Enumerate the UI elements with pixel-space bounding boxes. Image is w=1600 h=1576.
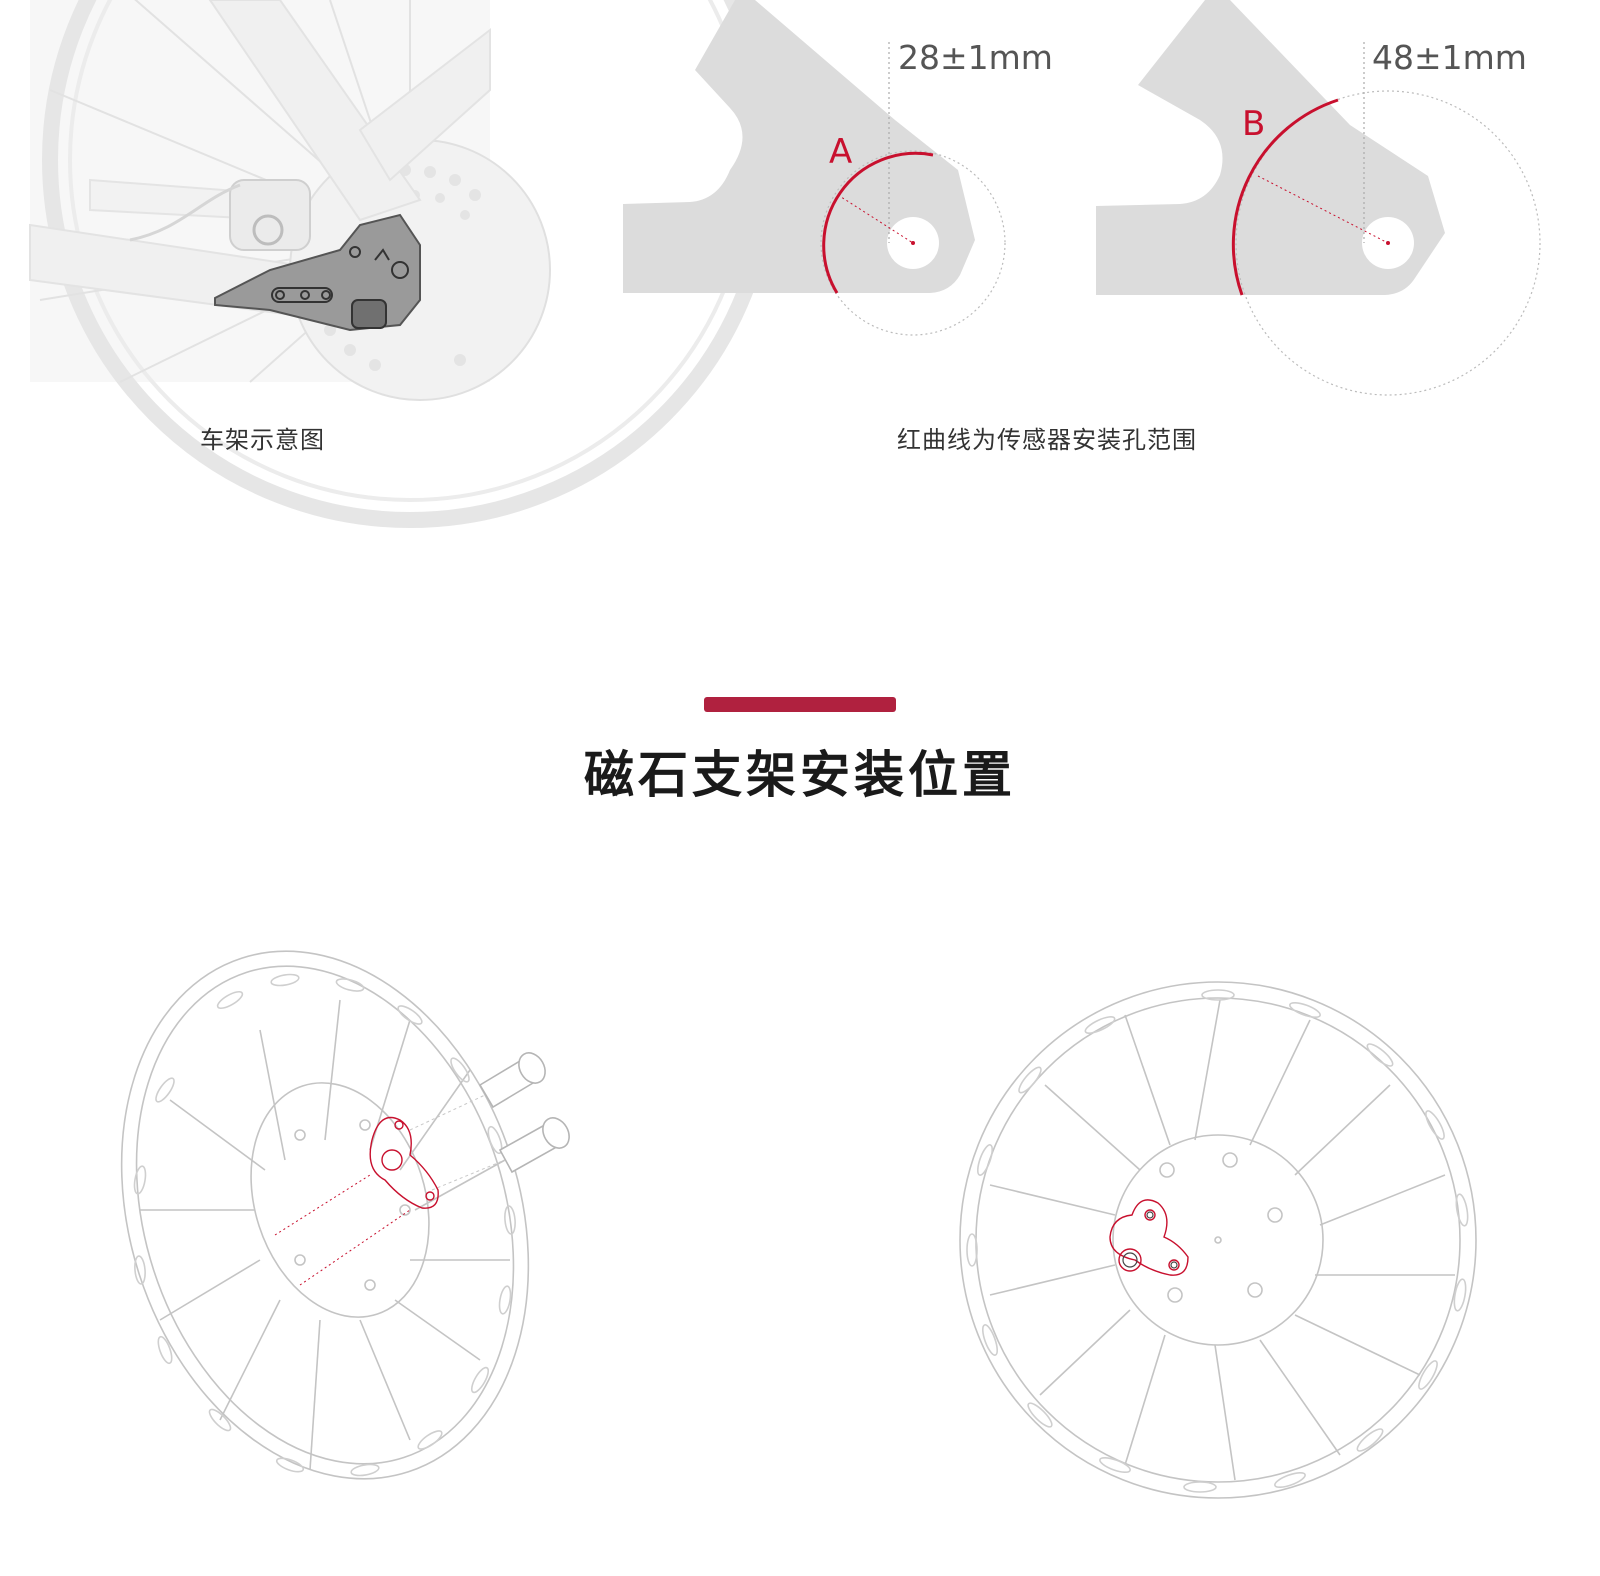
zone-label-b: B xyxy=(1242,104,1265,144)
brake-rotor-installed-icon xyxy=(959,981,1477,1499)
section-accent-bar xyxy=(704,697,896,712)
rotor-exploded-view xyxy=(110,950,580,1520)
sensor-range-caption: 红曲线为传感器安装孔范围 xyxy=(897,426,1197,454)
frame-caption: 车架示意图 xyxy=(200,426,325,454)
rotor-installed-view xyxy=(950,975,1490,1505)
zone-label-a: A xyxy=(829,132,852,172)
dropout-diagram-b: B 48±1mm xyxy=(1070,0,1570,420)
dropout-diagram-a: A 28±1mm xyxy=(600,0,1053,360)
frame-illustration-icon xyxy=(29,0,778,528)
magnet-bracket-installed-icon xyxy=(1109,1199,1189,1276)
bolt-icon xyxy=(478,1052,570,1174)
dropout-b-icon: B 48±1mm xyxy=(1096,0,1541,396)
frame-illustration xyxy=(29,0,778,528)
section-title: 磁石支架安装位置 xyxy=(584,746,1016,804)
brake-rotor-exploded-icon xyxy=(120,950,570,1480)
magnet-bracket-icon xyxy=(369,1116,439,1209)
dimension-label-b: 48±1mm xyxy=(1372,38,1527,77)
dimension-label-a: 28±1mm xyxy=(898,38,1053,77)
dropout-a-icon: A 28±1mm xyxy=(623,0,1053,336)
